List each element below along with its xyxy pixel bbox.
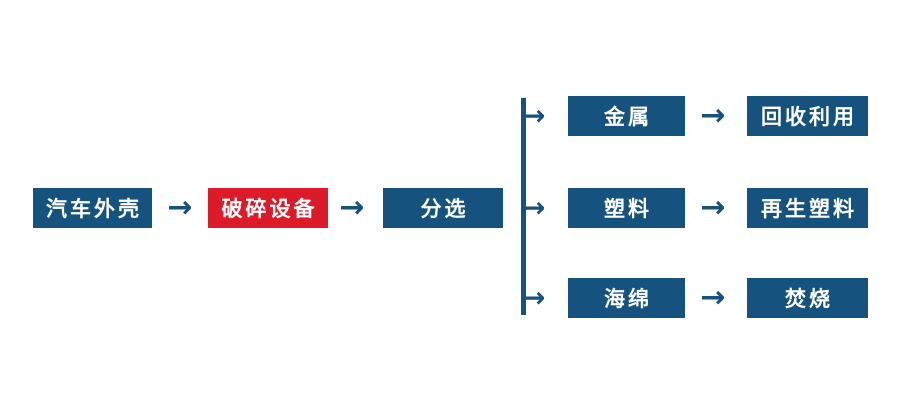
arrow-right-icon: →	[700, 190, 726, 225]
node-plastic: 塑料	[568, 188, 685, 228]
node-recycled-plastic: 再生塑料	[747, 188, 868, 228]
node-recycle-reuse: 回收利用	[747, 96, 868, 136]
node-car-shell: 汽车外壳	[33, 188, 152, 228]
branch-arrow-icon: →	[522, 281, 546, 314]
arrow-right-icon: →	[339, 190, 365, 225]
arrow-right-icon: →	[700, 280, 726, 315]
node-metal: 金属	[568, 96, 685, 136]
arrow-right-icon: →	[167, 190, 193, 225]
branch-connector-line	[521, 98, 526, 315]
node-crushing-equipment: 破碎设备	[208, 188, 328, 228]
arrow-right-icon: →	[700, 98, 726, 133]
node-sponge: 海绵	[568, 278, 685, 318]
node-sorting: 分选	[383, 188, 503, 228]
branch-arrow-icon: →	[522, 191, 546, 224]
node-incineration: 焚烧	[747, 278, 868, 318]
branch-arrow-icon: →	[522, 99, 546, 132]
